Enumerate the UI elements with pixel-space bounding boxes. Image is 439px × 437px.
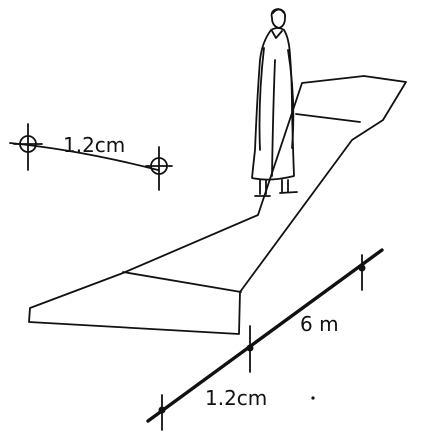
measuring-tick-middle <box>246 325 254 373</box>
person-head <box>270 8 287 29</box>
walkway-seam-far <box>295 113 361 123</box>
sensor-spacing-label: 1.2cm <box>63 133 125 157</box>
right-sensor-marker <box>145 146 173 191</box>
person-foot-right <box>279 191 298 194</box>
standing-person <box>251 8 298 197</box>
measuring-line: 6 m 1.2cm <box>146 248 384 431</box>
person-arm-left <box>258 47 265 151</box>
person-coat <box>251 27 295 181</box>
stray-ink-dot <box>311 396 315 400</box>
walkway-seam-near <box>122 271 242 293</box>
left-sensor-marker <box>13 123 43 171</box>
walkway <box>28 75 407 335</box>
sensor-pair: 1.2cm <box>9 123 173 191</box>
measuring-line-stroke <box>146 248 384 423</box>
tick-spacing-label: 1.2cm <box>205 386 267 410</box>
measuring-tick-top <box>358 254 366 291</box>
person-coat-fold <box>271 59 276 177</box>
path-length-label: 6 m <box>300 312 339 336</box>
person-hair <box>272 8 285 14</box>
measuring-tick-bottom <box>158 394 166 431</box>
walkway-outline <box>28 75 407 335</box>
person-collar <box>271 30 283 39</box>
person-arm-right <box>287 49 295 149</box>
